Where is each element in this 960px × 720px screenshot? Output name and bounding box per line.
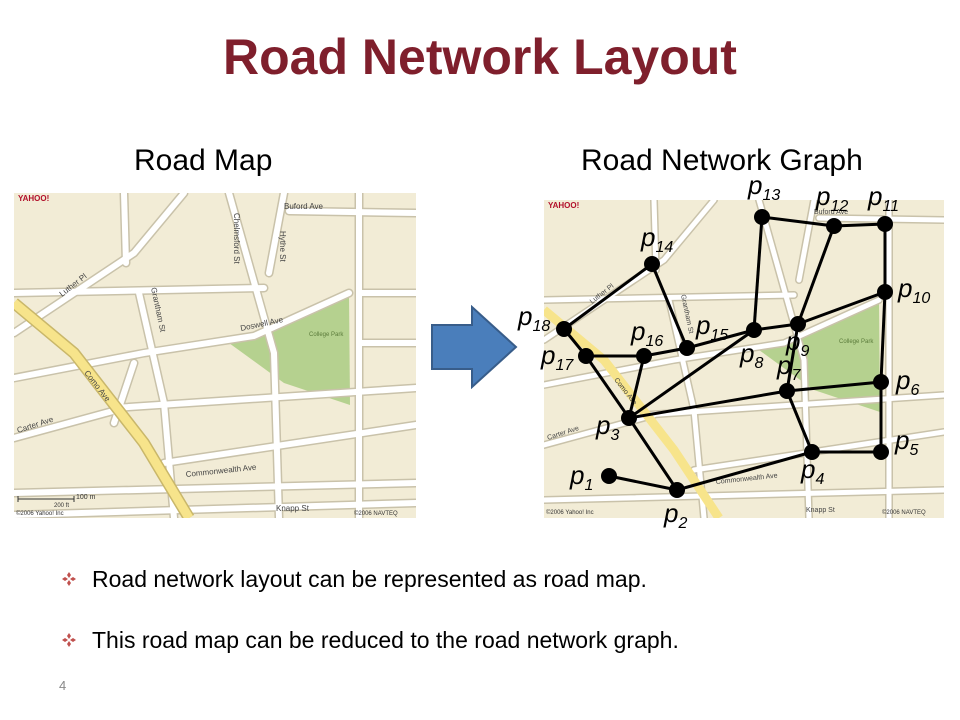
graph-copyright-yahoo: ©2006 Yahoo! Inc xyxy=(546,509,594,516)
edge-p1-p2 xyxy=(608,474,678,492)
street-label-buford: Buford Ave xyxy=(284,202,324,211)
road-fill xyxy=(14,193,416,518)
yahoo-logo: YAHOO! xyxy=(18,194,49,203)
college-park-area xyxy=(229,293,350,405)
road-network-graph: YAHOO! Buford Ave Luther Pl Grantham St … xyxy=(544,200,944,518)
node-p6 xyxy=(873,374,889,390)
map-copyright-navteq: ©2006 NAVTEQ xyxy=(354,510,398,517)
edge-p7-p9 xyxy=(785,323,800,392)
bullet-text: Road network layout can be represented a… xyxy=(92,566,647,592)
node-p1 xyxy=(601,468,617,484)
graph-copyright-navteq: ©2006 NAVTEQ xyxy=(882,509,926,516)
node-p5 xyxy=(873,444,889,460)
edge-p3-p8 xyxy=(628,328,755,420)
node-p12 xyxy=(826,218,842,234)
road-map-label: Road Map xyxy=(134,144,273,177)
edge-p17-p3 xyxy=(584,355,631,419)
edge-p18-p14 xyxy=(563,262,653,331)
graph-nodes xyxy=(556,209,893,498)
diamond-bullet-icon xyxy=(62,632,76,647)
edge-p16-p3 xyxy=(627,355,646,419)
map-copyright-yahoo: ©2006 Yahoo! Inc xyxy=(16,510,64,517)
edge-p11-p12 xyxy=(833,222,886,228)
node-p14 xyxy=(644,256,660,272)
edge-p3-p7 xyxy=(628,389,788,420)
graph-edges xyxy=(562,215,887,492)
node-p13 xyxy=(754,209,770,225)
road-network-graph-canvas: YAHOO! Buford Ave Luther Pl Grantham St … xyxy=(544,200,944,518)
street-label-knapp: Knapp St xyxy=(276,504,310,513)
map-scale-meters: 100 m xyxy=(76,494,96,501)
edge-p7-p6 xyxy=(786,380,882,393)
graph-street-label-knapp: Knapp St xyxy=(806,507,835,514)
graph-yahoo-logo: YAHOO! xyxy=(548,201,579,210)
edge-p13-p8 xyxy=(752,216,764,331)
node-p3 xyxy=(621,410,637,426)
bullet-item: This road map can be reduced to the road… xyxy=(62,627,679,654)
como-ave-highway xyxy=(14,299,193,518)
edge-p12-p9 xyxy=(796,225,836,325)
map-scale-bar xyxy=(17,496,75,502)
node-p17 xyxy=(578,348,594,364)
node-p15 xyxy=(679,340,695,356)
edge-p3-p2 xyxy=(627,417,679,491)
node-p18 xyxy=(556,321,572,337)
edge-p15-p8 xyxy=(686,328,755,350)
road-network-graph-label: Road Network Graph xyxy=(581,144,863,177)
node-p2 xyxy=(669,482,685,498)
diamond-bullet-icon xyxy=(62,571,76,586)
edge-p7-p4 xyxy=(785,390,814,453)
node-p7 xyxy=(779,383,795,399)
road-map-canvas: YAHOO! Buford Ave Chelmsford St Hythe St… xyxy=(14,193,416,518)
graph-street-label-buford: Buford Ave xyxy=(814,209,848,216)
edge-p14-p15 xyxy=(650,263,689,349)
node-p8 xyxy=(746,322,762,338)
right-arrow-icon xyxy=(431,305,518,389)
edge-p9-p10 xyxy=(797,290,886,326)
node-p16 xyxy=(636,348,652,364)
street-label-chelmsford: Chelmsford St xyxy=(232,213,241,264)
edge-p6-p10 xyxy=(879,291,887,383)
slide-title: Road Network Layout xyxy=(223,29,737,85)
edge-p2-p4 xyxy=(676,450,813,492)
page-number: 4 xyxy=(59,678,67,693)
graph-street-label-college-park: College Park xyxy=(839,339,874,345)
node-p9 xyxy=(790,316,806,332)
node-p4 xyxy=(804,444,820,460)
map-scale-feet: 200 ft xyxy=(54,503,69,509)
street-label-hythe: Hythe St xyxy=(278,231,287,262)
node-p10 xyxy=(877,284,893,300)
edge-p12-p13 xyxy=(761,215,835,228)
road-map: YAHOO! Buford Ave Chelmsford St Hythe St… xyxy=(14,193,416,518)
node-p11 xyxy=(877,216,893,232)
bullet-text: This road map can be reduced to the road… xyxy=(92,627,679,653)
street-label-college-park: College Park xyxy=(309,332,344,338)
bullet-item: Road network layout can be represented a… xyxy=(62,566,647,593)
